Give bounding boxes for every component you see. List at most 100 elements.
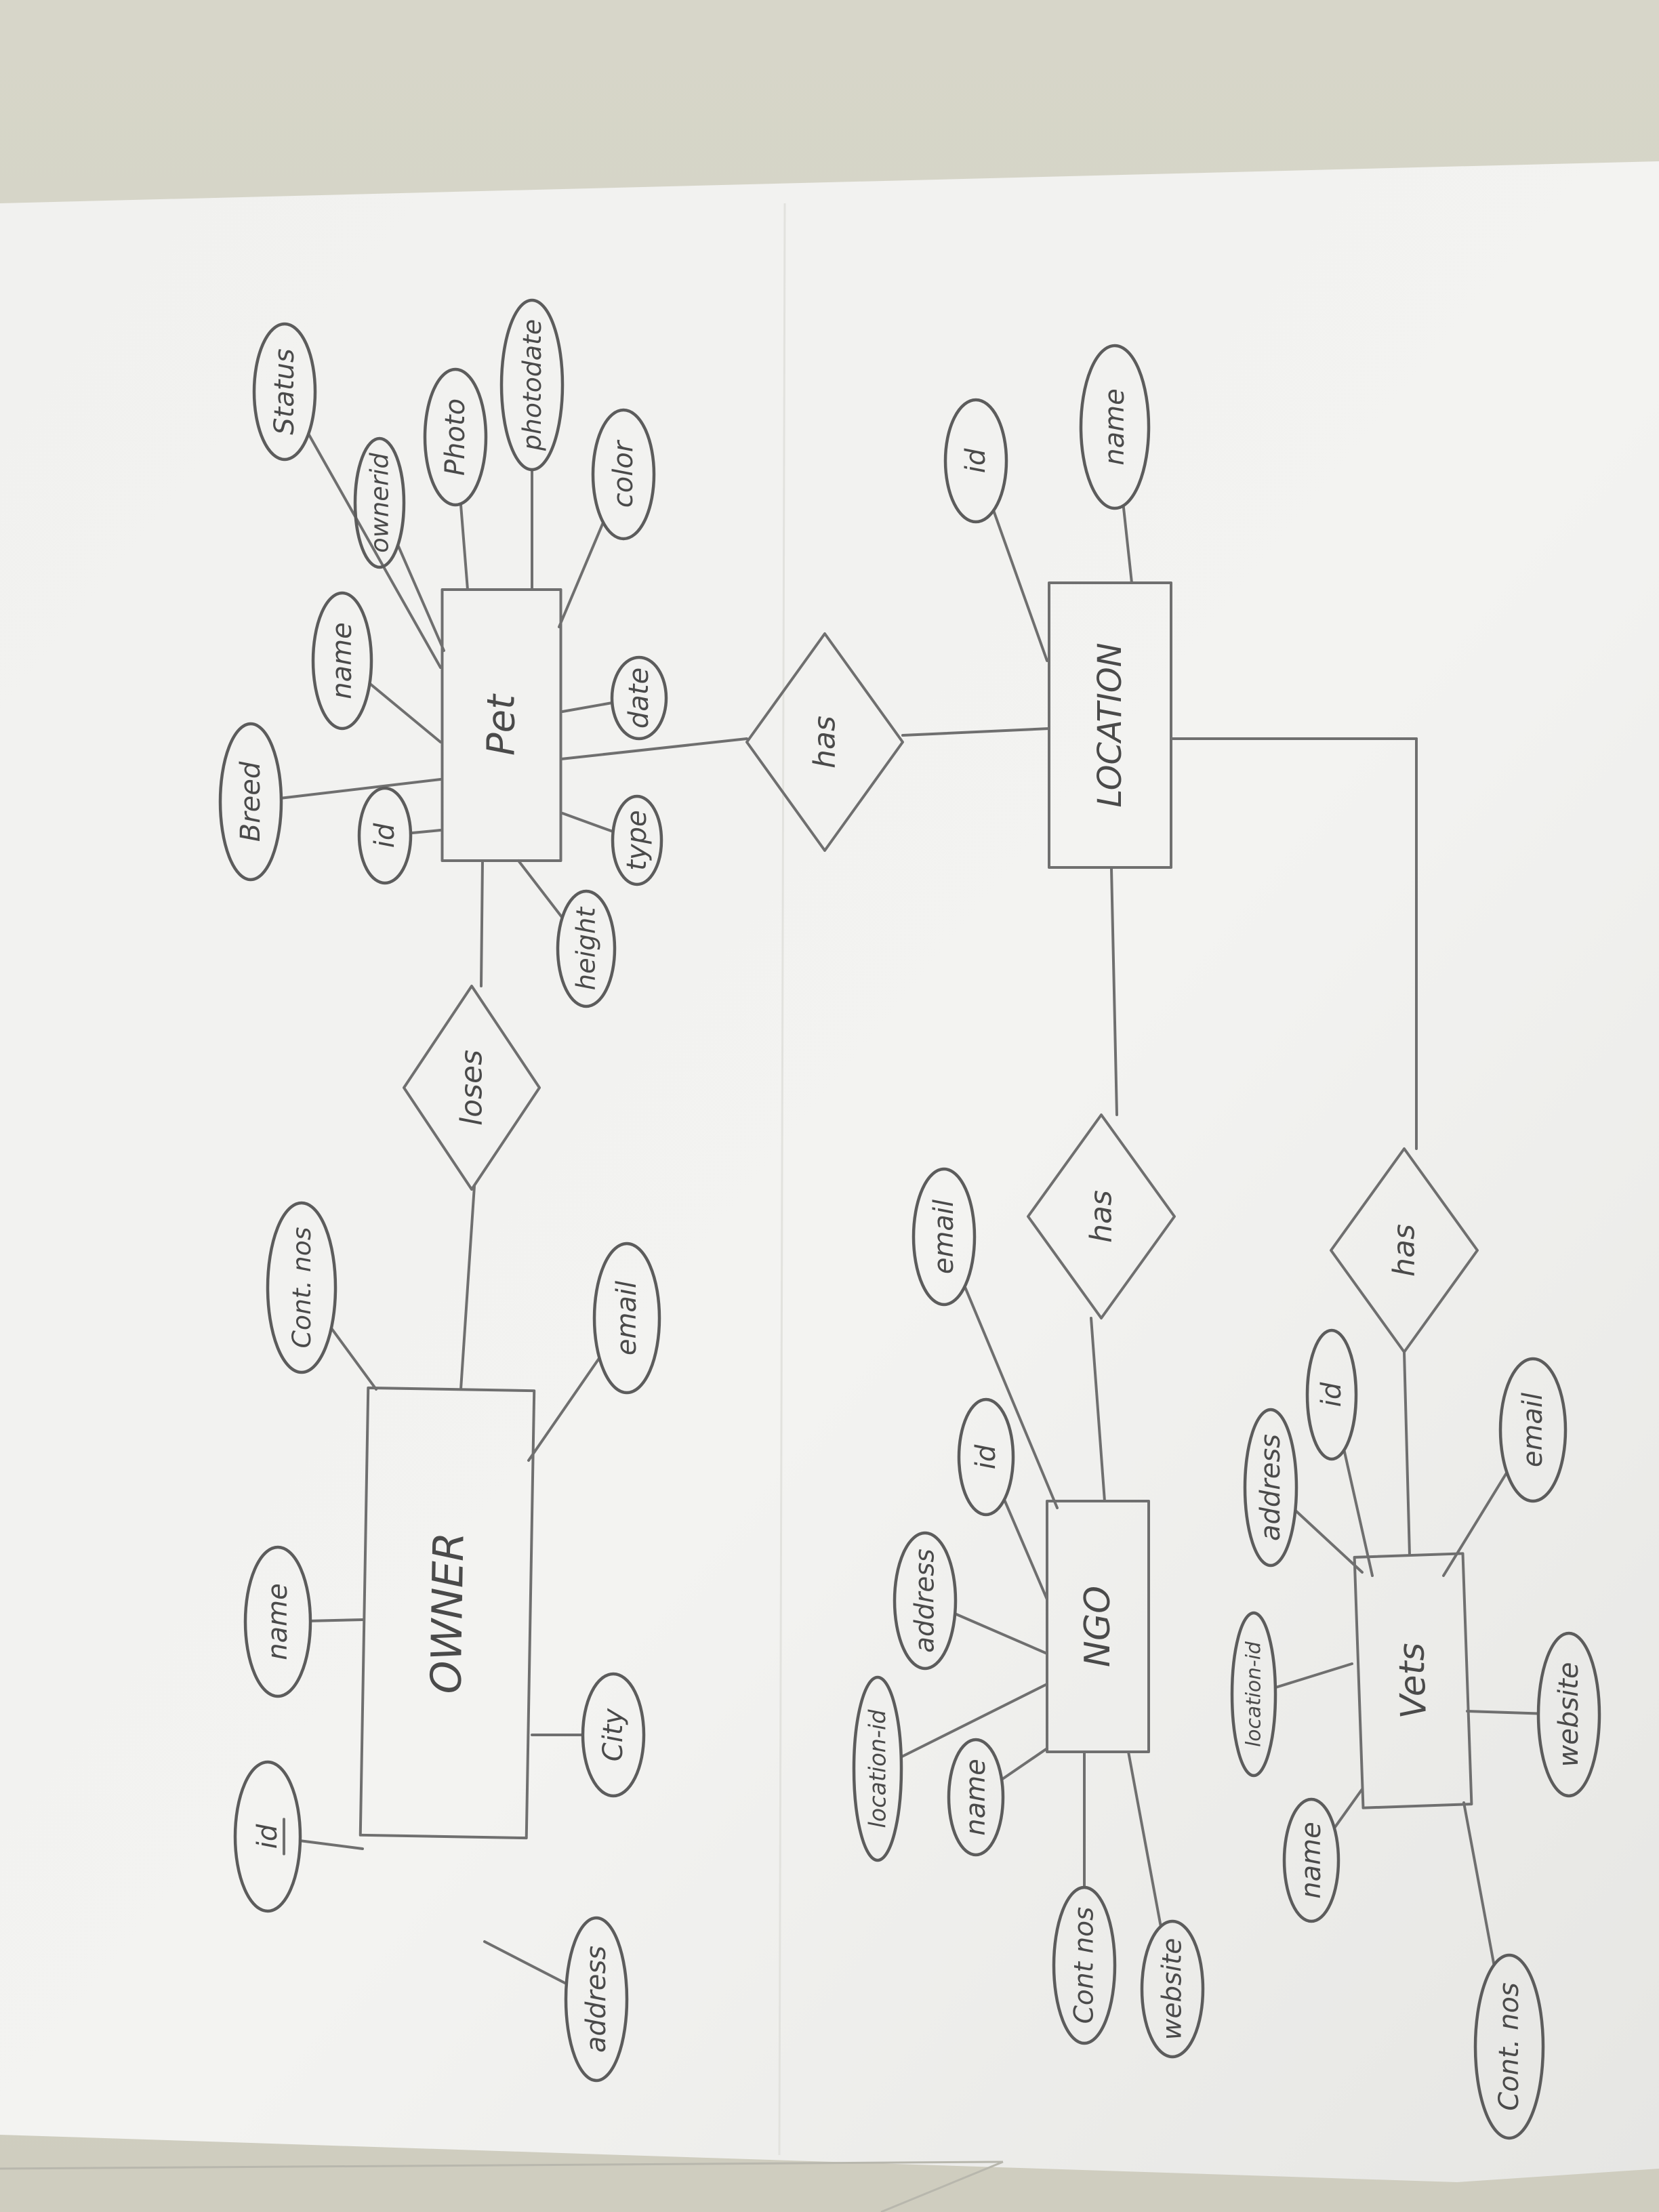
relationship-connector (1090, 1317, 1106, 1502)
relationship-diamond (745, 632, 904, 852)
attribute-label: id (252, 1824, 283, 1849)
attribute-connector (279, 778, 442, 800)
relationship-label: has (1084, 1190, 1119, 1243)
attribute-ellipse (1498, 1357, 1568, 1503)
attribute-connector (308, 1618, 364, 1622)
attribute-vets-name: name (1282, 1797, 1340, 1923)
attribute-vets-address: address (1243, 1408, 1298, 1568)
attribute-label: id (960, 448, 991, 473)
attribute-connector (1462, 1801, 1496, 1967)
attribute-label: Status (269, 348, 300, 434)
attribute-ellipse (611, 794, 663, 886)
attribute-ngo-id: id (957, 1397, 1015, 1517)
attribute-ellipse (610, 655, 668, 741)
attribute-ellipse (591, 408, 656, 541)
attribute-ellipse (1079, 344, 1151, 510)
entity-box (359, 1386, 536, 1840)
attribute-pet-id: id (357, 786, 413, 885)
entity-location: LOCATION (1048, 581, 1172, 869)
attribute-ellipse (947, 1738, 1005, 1857)
entity-label: OWNER (421, 1532, 473, 1694)
attribute-pet-status: Status (252, 322, 317, 462)
attribute-ellipse (233, 1760, 302, 1913)
attribute-label: photodate (517, 319, 547, 451)
attribute-connector (329, 1326, 377, 1391)
attribute-connector (1122, 504, 1133, 584)
attribute-connector (1442, 1471, 1509, 1577)
attribute-label: email (1517, 1393, 1549, 1467)
attribute-label: date (623, 668, 655, 729)
entity-box (1353, 1552, 1473, 1809)
attribute-ellipse (1282, 1797, 1340, 1923)
relationship-connector (459, 1185, 476, 1391)
entity-ngo: NGO (1046, 1500, 1150, 1753)
attribute-label: website (1553, 1662, 1584, 1767)
attribute-pet-type: type (611, 794, 663, 886)
attribute-vets-id: id (1305, 1328, 1358, 1461)
relationship-connector (560, 737, 748, 760)
attribute-label: Breed (235, 761, 266, 842)
attribute-ellipse (581, 1672, 646, 1798)
attribute-label: location-id (865, 1709, 891, 1828)
attribute-connector (483, 1940, 568, 1986)
attribute-label: Cont. nos (287, 1227, 316, 1348)
attribute-ellipse (266, 1201, 337, 1374)
relationship-connector (1403, 1351, 1411, 1557)
attribute-label: id (1316, 1382, 1347, 1407)
attribute-ellipse (564, 1916, 629, 2083)
attribute-ellipse (353, 436, 406, 569)
attribute-pet-date: date (610, 655, 668, 741)
attribute-ellipse (556, 889, 617, 1008)
attribute-connector (954, 1612, 1048, 1655)
attribute-connector (517, 859, 564, 920)
attribute-ellipse (218, 722, 283, 882)
entity-pet: Pet (441, 588, 562, 862)
attribute-connector (1273, 1662, 1353, 1689)
attribute-label: name (1296, 1822, 1327, 1898)
entity-label: Pet (480, 693, 524, 756)
attribute-connector (396, 544, 445, 652)
attribute-label: email (611, 1281, 642, 1355)
attribute-ellipse (957, 1397, 1015, 1517)
attribute-ellipse (1473, 1953, 1545, 2140)
attribute-connector (459, 502, 469, 591)
attribute-label: height (571, 906, 602, 991)
attribute-label: name (262, 1583, 293, 1660)
attribute-connector (1294, 1509, 1364, 1574)
relationship-connector (901, 727, 1050, 737)
attribute-ellipse (243, 1545, 312, 1698)
attribute-owner-city: City (581, 1672, 646, 1798)
entity-vets: Vets (1353, 1552, 1473, 1809)
attribute-vets-contnos: Cont. nos (1473, 1953, 1545, 2140)
attribute-ngo-address: address (893, 1531, 958, 1671)
attribute-label: ownerid (365, 453, 394, 553)
entity-label: LOCATION (1091, 642, 1129, 807)
attribute-connector (899, 1683, 1048, 1759)
attribute-ellipse (252, 322, 317, 462)
attribute-ngo-locationid: location-id (852, 1675, 903, 1862)
attribute-label: name (960, 1759, 991, 1835)
attribute-connector (561, 812, 615, 834)
attribute-label: City (598, 1707, 629, 1761)
attribute-ellipse (912, 1167, 977, 1307)
attribute-ellipse (1536, 1631, 1601, 1798)
relationship-diamond (403, 985, 541, 1191)
attribute-ngo-website: website (1140, 1919, 1205, 2059)
attribute-location-name: name (1079, 344, 1151, 510)
relationship-label: has (808, 716, 842, 769)
attribute-ellipse (1230, 1611, 1277, 1778)
attribute-ellipse (1305, 1328, 1358, 1461)
attribute-connector (1343, 1448, 1374, 1577)
attribute-connector (527, 1356, 601, 1462)
connector-lines (279, 432, 1540, 1986)
attribute-vets-locationid: location-id (1230, 1611, 1277, 1778)
attribute-connector (298, 1839, 364, 1850)
paper-sheet (0, 161, 1659, 2182)
attribute-connector (963, 1285, 1059, 1509)
attribute-connector (1000, 1747, 1048, 1781)
attribute-ellipse (893, 1531, 958, 1671)
attribute-label: website (1158, 1938, 1188, 2041)
attribute-connector (558, 520, 605, 628)
